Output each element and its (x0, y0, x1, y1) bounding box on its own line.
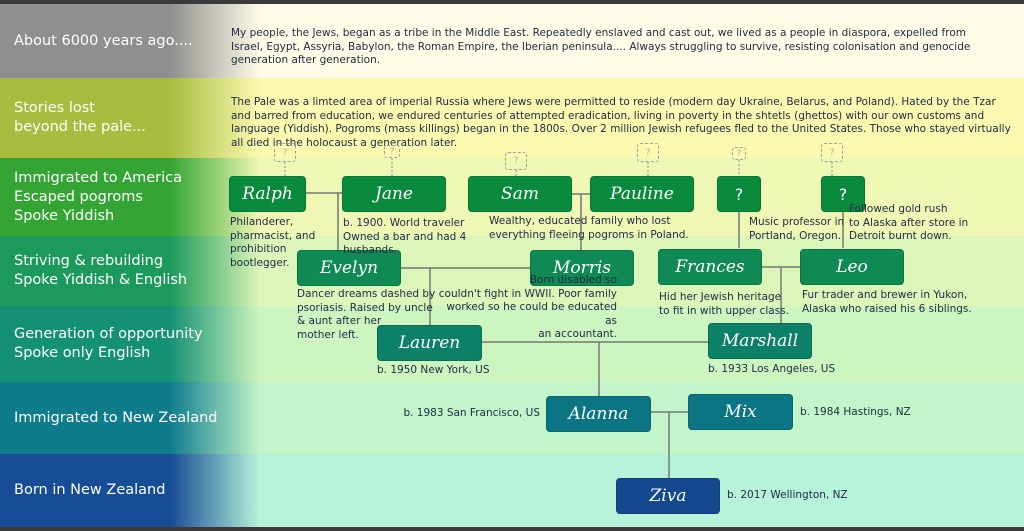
person-frances[interactable]: Frances (658, 249, 762, 285)
band-ancient: About 6000 years ago.... (0, 4, 1024, 78)
unknown-ancestor-placeholder: ? (274, 143, 296, 162)
description-marshall: b. 1933 Los Angeles, US (708, 363, 836, 375)
person-jane[interactable]: Jane (342, 176, 446, 212)
band-label: Born in New Zealand (14, 482, 166, 498)
band-label: Immigrated to New Zealand (14, 409, 218, 426)
person-lauren[interactable]: Lauren (377, 325, 482, 361)
description-ralph: Philanderer, pharmacist, and prohibition… (230, 216, 316, 269)
description-morris: Born disabled so couldn't fight in WWII.… (438, 274, 617, 340)
unknown-ancestor-placeholder: ? (384, 145, 400, 158)
band-born-nz: Born in New Zealand (0, 454, 1024, 527)
description-lauren: b. 1950 New York, US (377, 364, 490, 376)
description-jane: b. 1900. World traveler Owned a bar and … (343, 217, 467, 256)
description-ziva: b. 2017 Wellington, NZ (727, 489, 848, 501)
description-unknown-1: Music professor in Portland, Oregon. (749, 216, 845, 242)
band-opportunity: Generation of opportunity Spoke only Eng… (0, 306, 1024, 382)
description-unknown-2: Followed gold rush to Alaska after store… (849, 203, 969, 242)
unknown-ancestor-placeholder: ? (821, 143, 843, 162)
band-label: Striving & rebuilding Spoke Yiddish & En… (14, 253, 188, 288)
person-ziva[interactable]: Ziva (616, 478, 720, 514)
band-label: Immigrated to America Escaped pogroms Sp… (14, 169, 183, 224)
description-alanna: b. 1983 San Francisco, US (403, 407, 540, 419)
band-immigrated-nz: Immigrated to New Zealand (0, 382, 1024, 454)
person-pauline[interactable]: Pauline (590, 176, 694, 212)
person-ralph[interactable]: Ralph (229, 176, 306, 212)
person-evelyn[interactable]: Evelyn (297, 250, 401, 286)
band-label: Stories lost beyond the pale... (14, 100, 146, 135)
person-marshall[interactable]: Marshall (708, 323, 812, 359)
intro-ancient-text: My people, the Jews, began as a tribe in… (231, 27, 971, 66)
person-mix[interactable]: Mix (688, 394, 793, 430)
unknown-ancestor-placeholder: ? (505, 152, 527, 170)
person-unknown-2[interactable]: ? (821, 176, 865, 212)
description-mix: b. 1984 Hastings, NZ (800, 406, 911, 418)
person-morris[interactable]: Morris (530, 250, 634, 286)
description-leo: Fur trader and brewer in Yukon, Alaska w… (802, 289, 972, 315)
person-sam[interactable]: Sam (468, 176, 572, 212)
description-frances: Hid her Jewish heritage to fit in with u… (659, 291, 789, 317)
band-label: About 6000 years ago.... (14, 32, 193, 49)
person-leo[interactable]: Leo (800, 249, 904, 285)
description-sam-pauline: Wealthy, educated family who lost everyt… (489, 215, 689, 241)
description-evelyn: Dancer dreams dashed by psoriasis. Raise… (297, 288, 436, 341)
band-label: Generation of opportunity Spoke only Eng… (14, 326, 203, 361)
unknown-ancestor-placeholder: ? (732, 147, 746, 160)
band-pale: Stories lost beyond the pale... (0, 78, 1024, 158)
person-alanna[interactable]: Alanna (546, 396, 651, 432)
intro-pale-text: The Pale was a limted area of imperial R… (231, 96, 1011, 149)
person-unknown-1[interactable]: ? (717, 176, 761, 212)
unknown-ancestor-placeholder: ? (637, 143, 659, 162)
